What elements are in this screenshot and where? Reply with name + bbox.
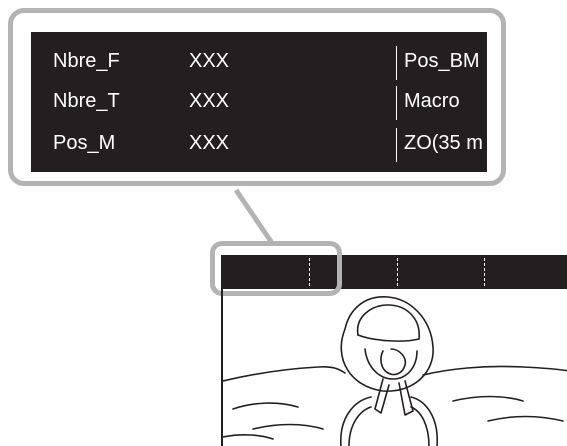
strip-highlight bbox=[210, 241, 342, 296]
camera-info-panel: Nbre_F XXX Pos_BM Nbre_T XXX Macro Pos_M… bbox=[31, 32, 487, 172]
strip-divider bbox=[397, 258, 398, 286]
info-row: Nbre_F XXX Pos_BM bbox=[31, 44, 487, 84]
info-value: XXX bbox=[189, 90, 229, 113]
info-value: XXX bbox=[189, 132, 229, 155]
info-right-value: Macro bbox=[404, 90, 460, 113]
column-divider bbox=[396, 128, 397, 162]
column-divider bbox=[396, 86, 397, 120]
info-label: Pos_M bbox=[53, 132, 115, 155]
column-divider bbox=[396, 46, 397, 80]
info-label: Nbre_T bbox=[53, 90, 120, 113]
info-label: Nbre_F bbox=[53, 50, 120, 73]
strip-divider bbox=[484, 258, 485, 286]
info-value: XXX bbox=[189, 50, 229, 73]
info-row: Pos_M XXX ZO(35 m bbox=[31, 126, 487, 166]
info-right-value: ZO(35 m bbox=[404, 132, 483, 155]
camera-preview-image bbox=[221, 289, 567, 446]
info-right-value: Pos_BM bbox=[404, 50, 480, 73]
info-row: Nbre_T XXX Macro bbox=[31, 84, 487, 124]
